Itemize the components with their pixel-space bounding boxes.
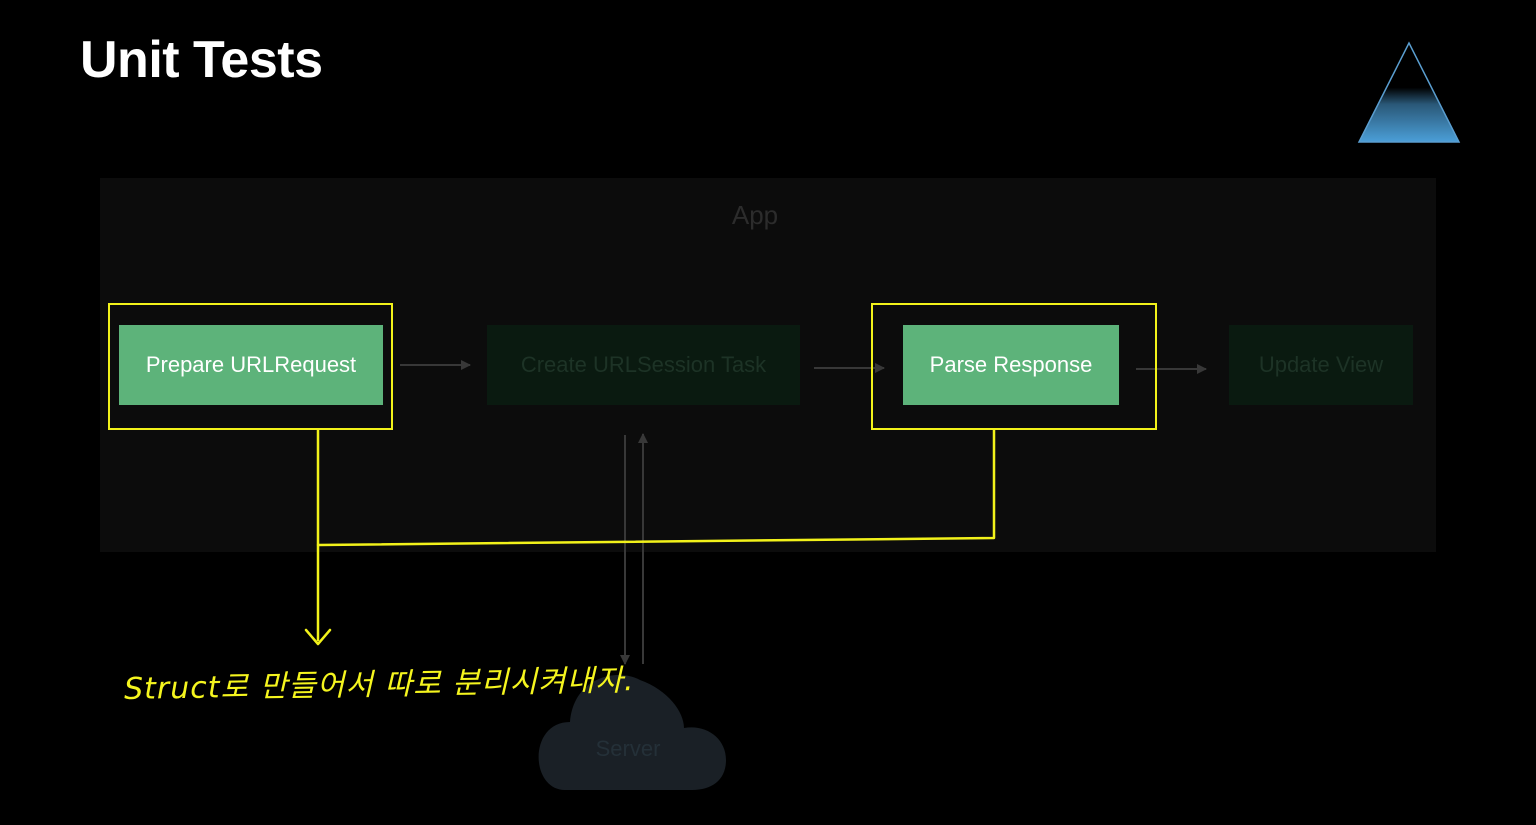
triangle-logo-icon xyxy=(1357,41,1461,143)
highlight-box-parse xyxy=(871,303,1157,430)
step-parse-response: Parse Response xyxy=(903,325,1119,405)
server-label: Server xyxy=(595,736,661,761)
handwritten-note: Struct로 만들어서 따로 분리시켜내자. xyxy=(123,663,635,707)
step-create-urlsession-task: Create URLSession Task xyxy=(487,325,800,405)
app-container-label: App xyxy=(731,200,779,230)
highlight-box-prepare xyxy=(108,303,393,430)
slide-title: Unit Tests xyxy=(80,31,323,89)
step-update-view: Update View xyxy=(1229,325,1413,405)
cloud-icon xyxy=(538,675,726,790)
step-prepare-urlrequest: Prepare URLRequest xyxy=(119,325,383,405)
annotation-line-right xyxy=(316,428,996,547)
annotation-arrowhead xyxy=(304,628,332,646)
